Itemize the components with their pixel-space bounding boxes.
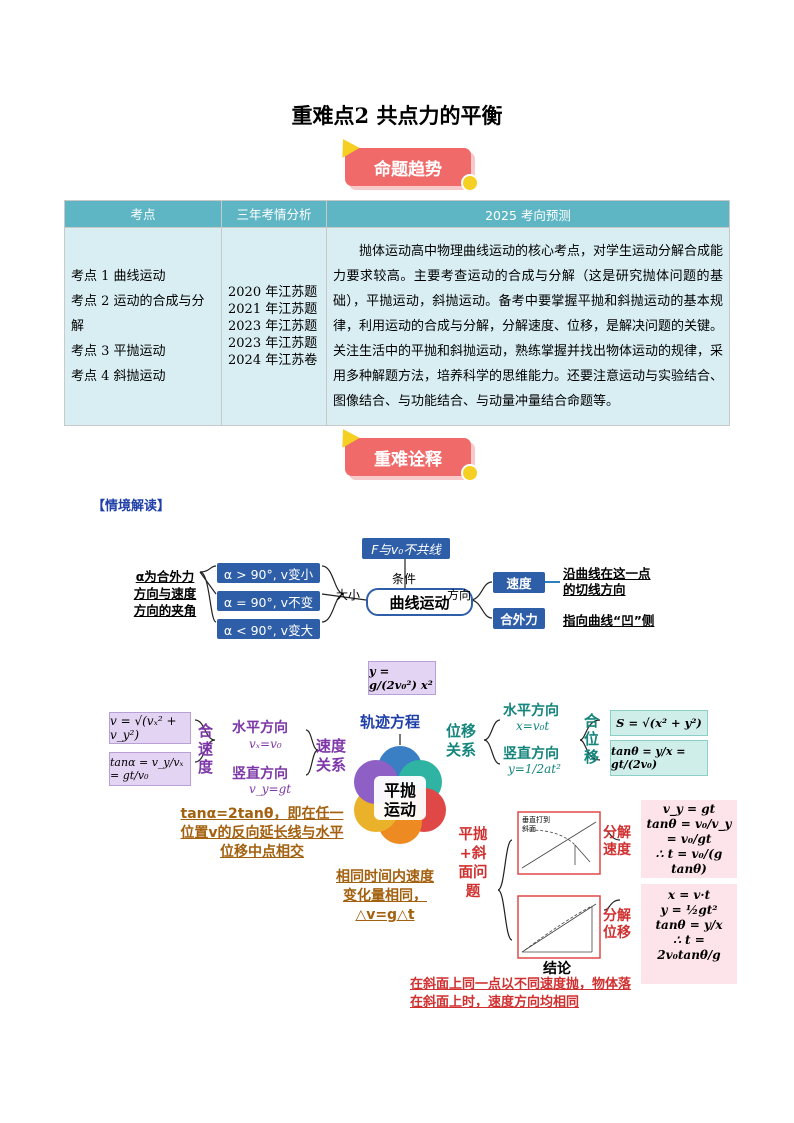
- prediction-cell: 抛体运动高中物理曲线运动的核心考点，对学生运动分解合成能力要求较高。主要考查运动…: [326, 227, 730, 426]
- velocity-desc: 沿曲线在这一点的切线方向: [563, 566, 651, 597]
- table-header: 考点: [64, 200, 222, 228]
- exam-item: 2020 年江苏题: [228, 285, 318, 300]
- exam-item: 2023 年江苏题: [228, 319, 318, 334]
- page-title: 重难点2 共点力的平衡: [291, 103, 503, 128]
- net-force-box: 合外力: [493, 608, 545, 629]
- case-acute: α < 90°, v变大: [217, 619, 320, 639]
- coin-icon: [461, 464, 479, 482]
- exam-item: 2021 年江苏题: [228, 302, 318, 317]
- topic-item: 考点 1 曲线运动: [71, 269, 166, 284]
- formula-line: tanθ = y/x: [655, 918, 723, 932]
- velocity-magnitude-formula: v = √(vₓ² + v_y²): [109, 712, 191, 744]
- displacement-relation-label: 位移关系: [446, 722, 477, 759]
- formula-line: y = ½gt²: [660, 903, 718, 917]
- formula-line: ∴ t = v₀/(g tanθ): [655, 847, 723, 876]
- curve-map-lines: [199, 552, 560, 623]
- topic-item: 考点 2 运动的合成与分解: [71, 294, 205, 334]
- tan-theta-formula: tanθ = y/x = gt/(2v₀): [610, 740, 708, 776]
- table-header: 三年考情分析: [221, 200, 327, 228]
- horizontal-dir-label-2: 水平方向: [503, 703, 559, 719]
- displacement-formulas: x = v·t y = ½gt² tanθ = y/x ∴ t = 2v₀tan…: [641, 884, 737, 984]
- direction-label: 方向: [447, 588, 472, 602]
- exam-years-cell: 2020 年江苏题 2021 年江苏题 2023 年江苏题 2023 年江苏题 …: [221, 227, 327, 426]
- formula-line: x = v·t: [667, 888, 711, 902]
- resultant-velocity-label: 合速度: [198, 722, 214, 776]
- velocity-formulas: v_y = gt tanθ = v₀/v_y = v₀/gt ∴ t = v₀/…: [641, 800, 737, 878]
- horizontal-dir-label: 水平方向: [232, 720, 288, 736]
- decompose-velocity-label: 分解速度: [603, 825, 631, 858]
- perpendicular-hit-label: 垂直打到斜面: [522, 816, 550, 833]
- section-ribbon-explain: 重难诠释: [334, 424, 479, 482]
- condition-box: F与v₀不共线: [362, 538, 450, 559]
- displacement-magnitude-formula: S = √(x² + y²): [610, 710, 708, 736]
- flag-icon: [334, 424, 360, 448]
- trajectory-label: 轨迹方程: [360, 713, 421, 731]
- exam-item: 2024 年江苏卷: [228, 353, 318, 368]
- case-obtuse: α > 90°, v变小: [217, 563, 320, 583]
- topics-cell: 考点 1 曲线运动 考点 2 运动的合成与分解 考点 3 平抛运动 考点 4 斜…: [64, 227, 222, 426]
- flag-icon: [334, 134, 360, 158]
- ribbon-label: 命题趋势: [374, 159, 442, 180]
- vertical-dir-label-2: 竖直方向: [503, 746, 559, 762]
- velocity-change-note: 相同时间内速度变化量相同，△v=g△t: [336, 869, 434, 923]
- tan-alpha-formula: tanα = v_y/vₓ = gt/v₀: [109, 752, 191, 786]
- conclusion-text: 在斜面上同一点以不同速度抛，物体落在斜面上时，速度方向均相同: [410, 977, 632, 1010]
- incline-problem-label: 平抛+斜面问题: [458, 827, 488, 900]
- exam-item: 2023 年江苏题: [228, 336, 318, 351]
- size-label: 大小: [336, 588, 361, 602]
- vertical-dir-label: 竖直方向: [232, 766, 288, 782]
- center-node-curve: 曲线运动: [366, 588, 473, 616]
- projectile-map-graphics: [194, 719, 621, 968]
- center-node-projectile: 平抛运动: [383, 781, 416, 819]
- inclination-conclusion: tanα=2tanθ，即在任一位置v的反向延长线与水平位移中点相交: [180, 806, 344, 860]
- table-header: 2025 考向预测: [326, 200, 730, 228]
- section-heading: 【情境解读】: [92, 499, 171, 514]
- trajectory-formula: y = g/(2v₀²) x²: [368, 661, 436, 695]
- vertical-displacement: y=1/2at²: [508, 762, 561, 776]
- case-right: α = 90°, v不变: [217, 591, 320, 611]
- vertical-velocity: v_y=gt: [249, 782, 292, 796]
- resultant-displacement-label: 合位移: [584, 712, 600, 766]
- net-force-desc: 指向曲线“凹”侧: [563, 613, 655, 628]
- angle-definition: α为合外力方向与速度方向的夹角: [133, 569, 197, 618]
- formula-line: tanθ = v₀/v_y = v₀/gt: [646, 817, 732, 846]
- ribbon-label: 重难诠释: [374, 449, 442, 470]
- horizontal-displacement: x=v₀t: [516, 719, 550, 733]
- coin-icon: [461, 174, 479, 192]
- section-ribbon-trend: 命题趋势: [334, 134, 479, 192]
- condition-label: 条件: [392, 572, 417, 586]
- horizontal-velocity: vₓ=v₀: [249, 737, 282, 751]
- decompose-displacement-label: 分解位移: [603, 908, 631, 941]
- exam-table: 考点 三年考情分析 2025 考向预测 考点 1 曲线运动 考点 2 运动的合成…: [64, 200, 730, 426]
- formula-line: v_y = gt: [662, 802, 716, 816]
- formula-line: ∴ t = 2v₀tanθ/g: [657, 933, 721, 962]
- topic-item: 考点 3 平抛运动: [71, 344, 166, 359]
- prediction-text: 抛体运动高中物理曲线运动的核心考点，对学生运动分解合成能力要求较高。主要考查运动…: [333, 244, 724, 409]
- velocity-relation-label: 速度关系: [316, 737, 347, 774]
- conclusion-label: 结论: [543, 961, 571, 977]
- topic-item: 考点 4 斜抛运动: [71, 369, 166, 384]
- velocity-box: 速度: [493, 572, 545, 593]
